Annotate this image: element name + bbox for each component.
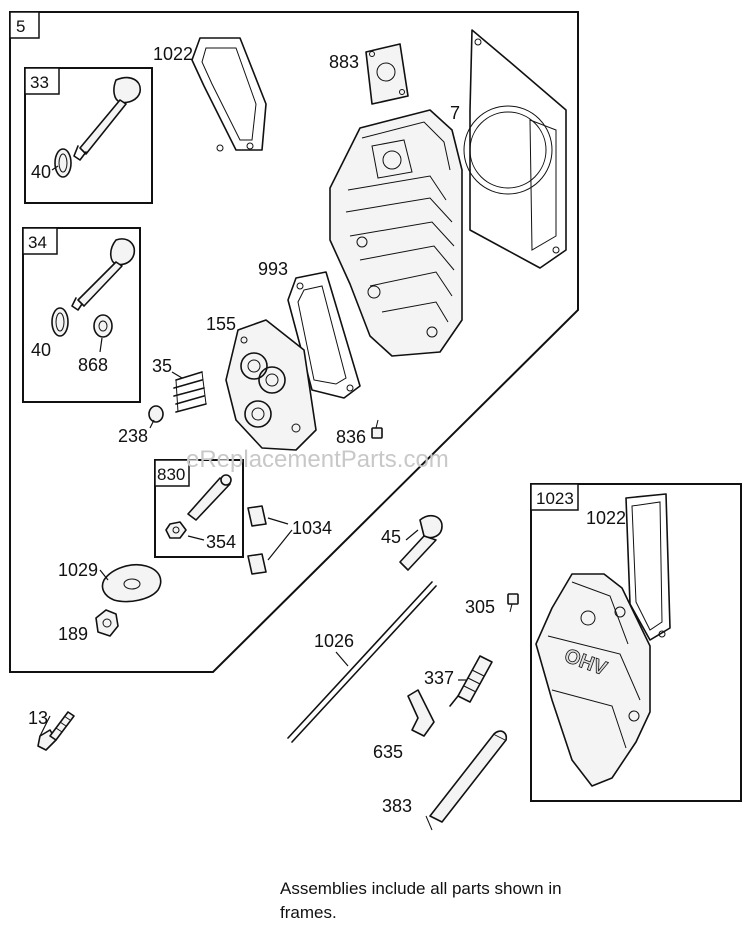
part-label-7: 7 <box>450 103 460 123</box>
intake-gasket-883-drawing <box>365 43 409 105</box>
part-label-993: 993 <box>258 259 288 279</box>
clip-1034-lower-drawing <box>247 553 267 575</box>
part-label-155: 155 <box>206 314 236 334</box>
head-gasket-7-drawing <box>463 29 567 269</box>
part-label-836: 836 <box>336 427 366 447</box>
frame-1023-label: 1023 <box>536 489 574 508</box>
leader-35 <box>171 371 183 379</box>
valve-spring-keeper-34-drawing <box>51 307 69 337</box>
leader-45 <box>405 529 419 541</box>
frame-5-outline <box>9 11 579 673</box>
part-label-13: 13 <box>28 708 48 728</box>
part-label-305: 305 <box>465 597 495 617</box>
part-label-40-b: 40 <box>31 340 51 360</box>
push-rod-guide-45-drawing <box>399 514 443 571</box>
valve-seal-868-drawing <box>93 314 113 338</box>
seal-238-drawing <box>148 405 164 423</box>
frame-33-label: 33 <box>30 73 49 92</box>
part-label-1022-top: 1022 <box>153 44 193 64</box>
leader-1034-lower <box>267 529 293 561</box>
rocker-cover-gasket-1023-drawing <box>625 493 671 641</box>
part-label-238: 238 <box>118 426 148 446</box>
spark-plug-boot-635-drawing <box>407 689 435 737</box>
part-label-883: 883 <box>329 52 359 72</box>
part-label-868: 868 <box>78 355 108 375</box>
frame-34-outline <box>22 227 141 403</box>
frame-34-label: 34 <box>28 233 47 252</box>
part-label-1034: 1034 <box>292 518 332 538</box>
spark-plug-337-drawing <box>449 655 493 707</box>
rocker-arm-1029-drawing <box>101 564 162 603</box>
leader-354 <box>187 535 205 541</box>
leader-1029 <box>99 569 109 581</box>
frame-34-tag <box>22 227 58 255</box>
leader-1034-upper <box>267 517 289 525</box>
part-label-40-a: 40 <box>31 162 51 182</box>
part-label-1026: 1026 <box>314 631 354 651</box>
part-label-635: 635 <box>373 742 403 762</box>
cylinder-head-drawing <box>329 109 463 357</box>
clip-1034-upper-drawing <box>247 505 267 527</box>
part-label-337: 337 <box>424 668 454 688</box>
rocker-cover-gasket-top-drawing <box>191 37 267 152</box>
gasket-993-drawing <box>287 271 361 399</box>
frame-5-tag <box>9 11 40 39</box>
frame-5-label: 5 <box>16 17 25 36</box>
exhaust-valve-drawing <box>73 76 141 161</box>
screw-305-drawing <box>507 593 519 613</box>
nut-354-drawing <box>165 521 187 539</box>
frame-830-label: 830 <box>157 465 185 484</box>
part-label-35: 35 <box>152 356 172 376</box>
bolt-13-drawing <box>37 711 75 751</box>
frame-1023-outline <box>530 483 742 802</box>
intake-valve-drawing <box>71 238 136 311</box>
push-rod-1026-drawing <box>287 581 437 743</box>
leader-13 <box>39 715 51 737</box>
valve-spring-35-drawing <box>173 371 207 413</box>
frame-830-outline <box>154 459 244 558</box>
leader-868 <box>99 337 103 353</box>
ignition-lead-383-drawing <box>425 730 508 831</box>
frame-1023-tag <box>530 483 579 511</box>
part-label-1022-frame: 1022 <box>586 508 626 528</box>
leader-238 <box>149 419 155 429</box>
valve-spring-keeper-33-drawing <box>54 148 72 178</box>
part-label-354: 354 <box>206 532 236 552</box>
leader-40a <box>51 165 59 171</box>
screw-836-drawing <box>371 419 383 439</box>
frame-33-tag <box>24 67 60 95</box>
watermark: eReplacementParts.com <box>186 446 449 473</box>
footnote-line-1: Assemblies include all parts shown in <box>280 879 562 898</box>
frame-830-tag <box>154 459 190 487</box>
part-label-45: 45 <box>381 527 401 547</box>
rocker-stud-830-drawing <box>187 474 232 521</box>
rocker-cover-drawing <box>535 573 651 787</box>
leader-1026 <box>335 651 349 667</box>
frame-33-outline <box>24 67 153 204</box>
footnote-line-2: frames. <box>280 903 337 922</box>
rocker-plate-155-drawing <box>225 319 317 451</box>
part-label-1029: 1029 <box>58 560 98 580</box>
nut-189-drawing <box>95 609 119 637</box>
part-label-189: 189 <box>58 624 88 644</box>
part-label-383: 383 <box>382 796 412 816</box>
